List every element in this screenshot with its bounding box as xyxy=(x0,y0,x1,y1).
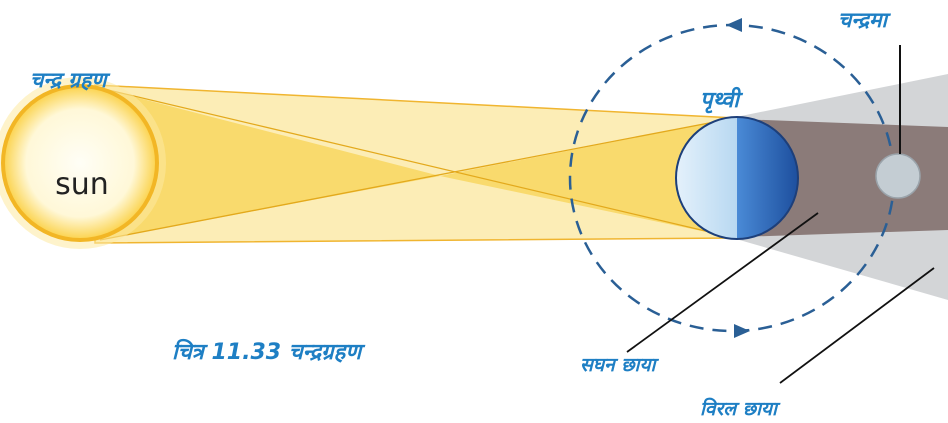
earth-label: पृथ्वी xyxy=(700,88,739,113)
figure-caption: चित्र 11.33 चन्द्रग्रहण xyxy=(172,340,362,365)
umbra-label: सघन छाया xyxy=(580,354,656,376)
moon xyxy=(875,153,921,199)
eclipse-title: चन्द्र ग्रहण xyxy=(30,68,107,92)
light-cone-left xyxy=(100,88,440,240)
moon-label: चन्द्रमा xyxy=(838,8,887,32)
orbit-arrow-bottom xyxy=(734,324,750,338)
light-cone-right xyxy=(440,118,735,238)
penumbra-pointer xyxy=(779,267,935,384)
sun xyxy=(1,84,159,242)
umbra-pointer xyxy=(626,212,819,353)
orbit-arrow-top xyxy=(726,18,742,32)
sun-label: sun xyxy=(55,167,109,202)
penumbra-label: विरल छाया xyxy=(700,398,777,420)
